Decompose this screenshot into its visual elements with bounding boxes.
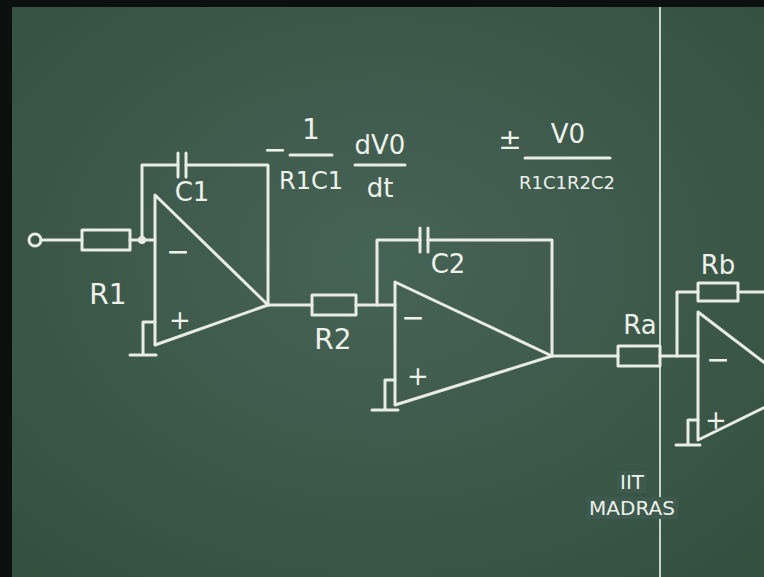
wire xyxy=(268,304,312,307)
formula-term: R1C1 xyxy=(279,169,343,193)
wire xyxy=(142,165,268,305)
frame-edge xyxy=(0,0,12,577)
input-terminal xyxy=(29,234,41,246)
fraction-bar xyxy=(290,154,332,157)
wire xyxy=(41,239,82,242)
capacitor-symbol xyxy=(178,153,186,177)
component-label: C1 xyxy=(175,179,210,205)
opamp-symbol xyxy=(698,312,764,440)
ground-symbol xyxy=(372,380,398,410)
watermark: IIT xyxy=(617,471,647,493)
opamp-symbol xyxy=(155,195,268,345)
ground-symbol xyxy=(676,420,700,445)
pin-sign: − xyxy=(166,238,189,266)
formula-term: dV0 xyxy=(355,132,406,158)
pin-sign: + xyxy=(169,307,191,333)
frame-edge xyxy=(0,0,764,7)
board-seam xyxy=(659,7,661,577)
component-label: C2 xyxy=(431,251,466,277)
formula-term: 1 xyxy=(302,116,320,144)
wire xyxy=(660,355,698,358)
pin-sign: − xyxy=(401,304,424,332)
component-label: Ra xyxy=(623,312,656,338)
capacitor-symbol xyxy=(420,228,428,252)
resistor-symbol xyxy=(82,230,130,250)
pin-sign: − xyxy=(706,346,729,374)
component-label: Rb xyxy=(701,252,736,278)
fraction-bar xyxy=(525,157,610,160)
formula-term: R1C1R2C2 xyxy=(519,174,615,192)
formula-term: V0 xyxy=(551,121,585,147)
wire xyxy=(377,240,552,356)
fraction-bar xyxy=(355,164,405,167)
pin-sign: + xyxy=(407,363,429,389)
wire xyxy=(552,355,618,358)
ground-symbol xyxy=(130,322,156,355)
pin-sign: + xyxy=(705,407,727,433)
resistor-symbol xyxy=(618,346,660,366)
resistor-symbol xyxy=(312,295,356,315)
component-label: R2 xyxy=(314,326,351,354)
opamp-symbol xyxy=(395,282,552,405)
component-label: R1 xyxy=(89,281,126,309)
resistor-symbol xyxy=(698,283,738,301)
watermark: MADRAS xyxy=(586,497,678,519)
formula-term: dt xyxy=(367,175,394,201)
formula-sign: ± xyxy=(498,126,521,154)
formula-sign: − xyxy=(263,136,286,164)
